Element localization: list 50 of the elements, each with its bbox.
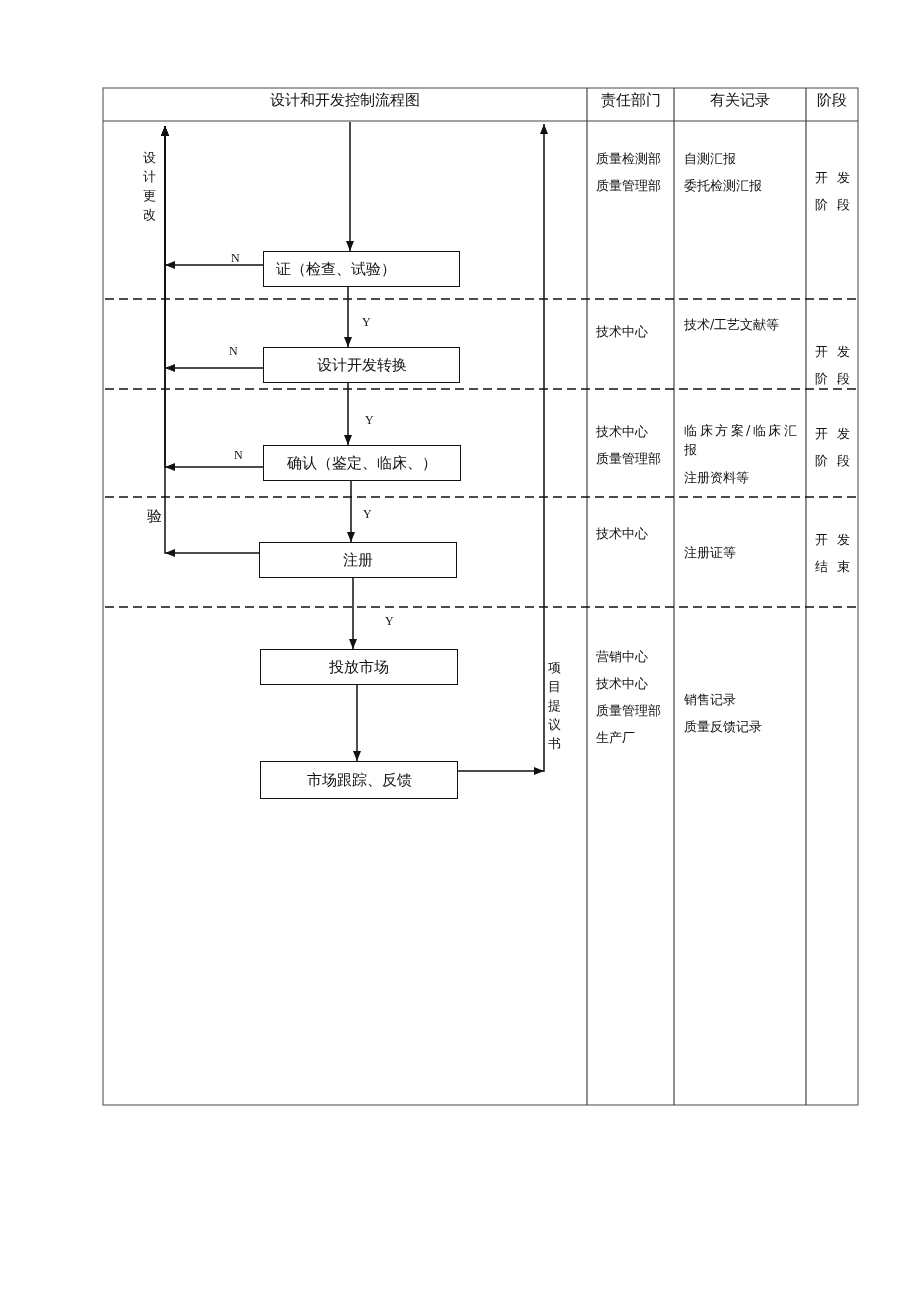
side-label: 设计更改 bbox=[143, 149, 157, 224]
record-name: 销售记录 bbox=[684, 691, 736, 708]
department-name: 营销中心 bbox=[596, 648, 648, 665]
flow-arrow bbox=[347, 480, 355, 543]
department-name: 质量管理部 bbox=[596, 450, 661, 467]
column-header: 阶段 bbox=[816, 90, 848, 110]
department-name: 质量检测部 bbox=[596, 150, 661, 167]
record-name: 注册证等 bbox=[684, 544, 736, 561]
flow-arrow bbox=[353, 684, 361, 762]
flow-arrow bbox=[349, 577, 357, 650]
column-header: 有关记录 bbox=[709, 90, 771, 110]
record-name: 质量反馈记录 bbox=[684, 718, 762, 735]
edge-label: Y bbox=[385, 614, 394, 628]
process-box: 设计开发转换 bbox=[263, 347, 460, 383]
feedback-arrow bbox=[457, 123, 548, 775]
flow-arrow bbox=[344, 382, 352, 446]
stage-label: 开发阶段 bbox=[815, 425, 860, 470]
department-name: 技术中心 bbox=[596, 323, 648, 340]
stage-label: 开发阶段 bbox=[815, 169, 860, 214]
edge-label: N bbox=[231, 251, 240, 265]
record-name: 注册资料等 bbox=[684, 469, 749, 486]
record-name: 委托检测汇报 bbox=[684, 177, 762, 194]
edge-label: Y bbox=[362, 315, 371, 329]
stage-label: 开发阶段 bbox=[815, 343, 860, 388]
department-name: 技术中心 bbox=[596, 525, 648, 542]
department-name: 技术中心 bbox=[596, 675, 648, 692]
process-box: 投放市场 bbox=[260, 649, 458, 685]
side-label: 验 bbox=[147, 506, 162, 526]
department-name: 质量管理部 bbox=[596, 702, 661, 719]
process-box: 市场跟踪、反馈 bbox=[260, 761, 458, 799]
edge-label: Y bbox=[365, 413, 374, 427]
department-name: 技术中心 bbox=[596, 423, 648, 440]
process-box: 确认（鉴定、临床、） bbox=[263, 445, 461, 481]
column-header: 责任部门 bbox=[599, 90, 662, 110]
process-box: 注册 bbox=[259, 542, 457, 578]
edge-label: N bbox=[229, 344, 238, 358]
edge-label: N bbox=[234, 448, 243, 462]
department-name: 质量管理部 bbox=[596, 177, 661, 194]
feedback-arrow bbox=[161, 125, 260, 557]
flow-arrow bbox=[344, 286, 352, 348]
record-name: 技术/工艺文献等 bbox=[684, 316, 780, 333]
department-name: 生产厂 bbox=[596, 729, 635, 746]
edge-label: 项目提议书 bbox=[548, 659, 562, 753]
edge-label: Y bbox=[363, 507, 372, 521]
process-box: 证（检查、试验） bbox=[263, 251, 460, 287]
flow-arrow bbox=[346, 121, 354, 252]
column-header: 设计和开发控制流程图 bbox=[269, 90, 421, 110]
record-name: 自测汇报 bbox=[684, 150, 736, 167]
stage-label: 开发结束 bbox=[815, 531, 860, 576]
record-name: 临床方案/临床汇报 bbox=[684, 422, 801, 459]
